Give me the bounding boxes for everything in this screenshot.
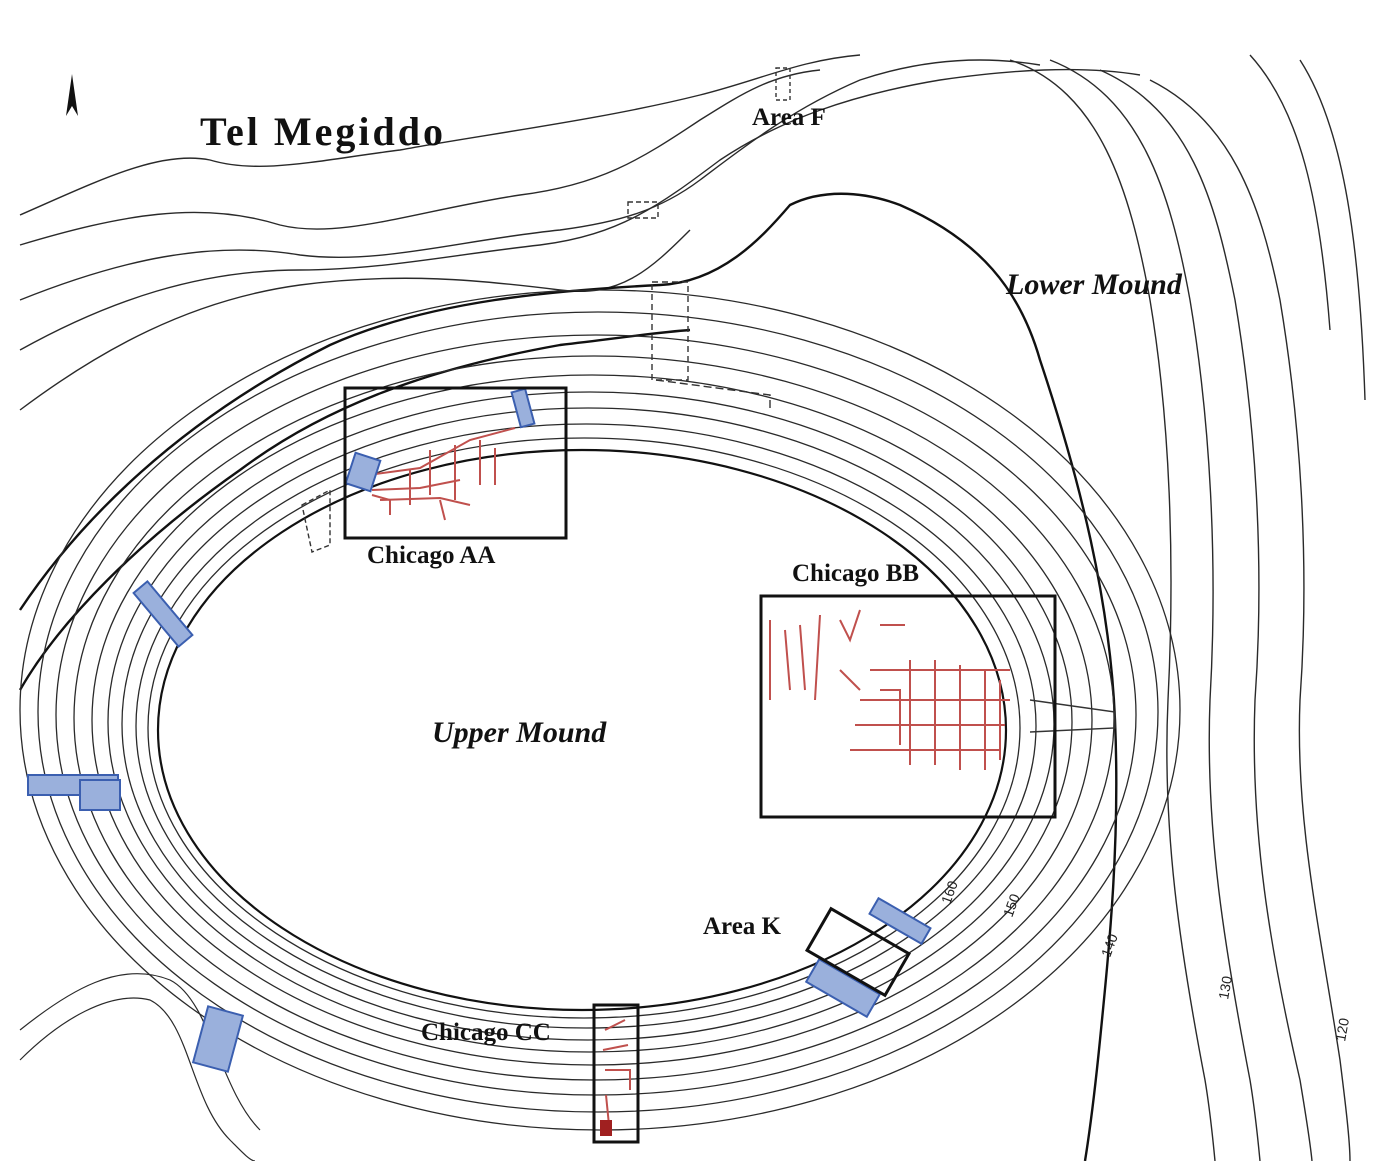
outer-contours <box>19 54 1366 1161</box>
chicago-bb-structures <box>769 609 1010 770</box>
chicago-aa-structures <box>367 427 516 521</box>
contour-label-130: 130 <box>1215 975 1235 1001</box>
upper-mound-contours <box>19 289 1181 1131</box>
chicago-cc-label: Chicago CC <box>421 1019 551 1046</box>
gate-structures <box>301 67 1116 733</box>
contour-elevation-labels: 160 150 140 130 120 <box>938 878 1352 1042</box>
chicago-cc-structures <box>602 1019 631 1136</box>
excavation-frames <box>343 386 1057 1144</box>
left-lobe-contours <box>19 973 261 1161</box>
contour-label-150: 150 <box>1000 891 1023 919</box>
chicago-cc-frame <box>592 1003 640 1144</box>
contour-label-120: 120 <box>1332 1017 1352 1043</box>
chicago-bb-frame <box>759 594 1057 819</box>
lower-mound-label: Lower Mound <box>1006 268 1182 301</box>
chicago-bb-label: Chicago BB <box>792 560 920 587</box>
upper-mound-label: Upper Mound <box>432 716 607 749</box>
chicago-aa-blue <box>344 387 536 493</box>
area-f-label: Area F <box>752 104 826 131</box>
contour-label-160: 160 <box>938 878 961 906</box>
lower-mound-boundary <box>18 192 1118 1161</box>
map-title: Tel Megiddo <box>200 109 446 154</box>
contour-label-140: 140 <box>1098 931 1121 959</box>
chicago-cc-fill <box>600 1120 612 1136</box>
area-k-label: Area K <box>703 913 781 940</box>
area-k-frame <box>804 906 912 998</box>
north-arrow-icon <box>66 74 78 116</box>
upper-mound-summit <box>156 448 1008 1012</box>
chicago-aa-frame <box>343 386 568 540</box>
slope-excavations <box>27 579 932 1073</box>
chicago-aa-label: Chicago AA <box>367 542 496 569</box>
